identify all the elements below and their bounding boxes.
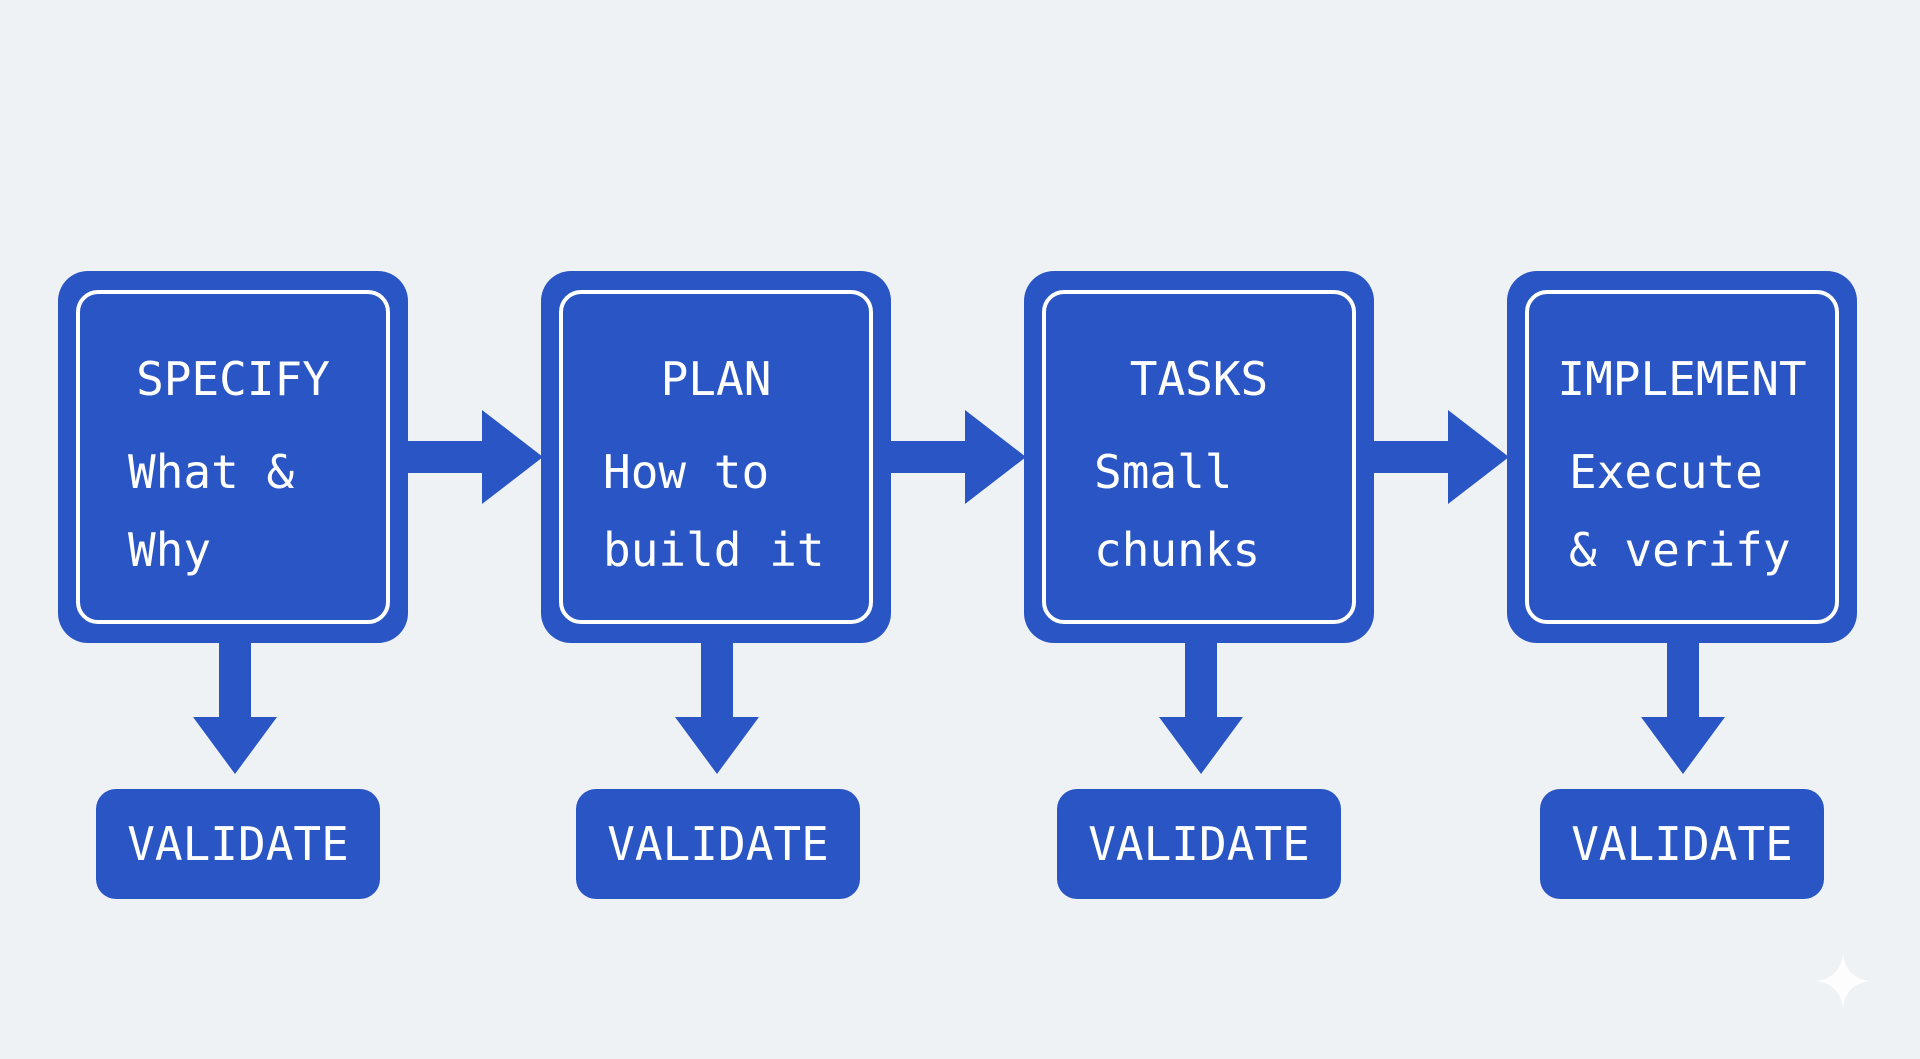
validate-box: VALIDATE: [576, 789, 860, 899]
stage-description: What & Why: [128, 445, 295, 577]
arrow-right-icon: [1374, 410, 1509, 504]
stage-implement: IMPLEMENT Execute & verify: [1507, 271, 1857, 643]
validate-box: VALIDATE: [96, 789, 380, 899]
arrow-down-icon: [675, 641, 759, 774]
sparkle-icon: [1816, 954, 1870, 1008]
stage-plan: PLAN How to build it: [541, 271, 891, 643]
stage-tasks: TASKS Small chunks: [1024, 271, 1374, 643]
stage-inner-border: [1042, 290, 1356, 624]
arrow-down-icon: [193, 641, 277, 774]
arrow-down-icon: [1641, 641, 1725, 774]
stage-description: Execute & verify: [1569, 445, 1791, 577]
stage-inner-border: [1525, 290, 1839, 624]
stage-inner-border: [76, 290, 390, 624]
arrow-right-icon: [891, 410, 1026, 504]
stage-title: IMPLEMENT: [1557, 352, 1807, 406]
stage-title: SPECIFY: [136, 352, 330, 406]
stage-title: PLAN: [660, 352, 772, 406]
validate-box: VALIDATE: [1540, 789, 1824, 899]
stage-inner-border: [559, 290, 873, 624]
arrow-right-icon: [408, 410, 543, 504]
stage-specify: SPECIFY What & Why: [58, 271, 408, 643]
stage-title: TASKS: [1129, 352, 1269, 406]
validate-box: VALIDATE: [1057, 789, 1341, 899]
stage-description: Small chunks: [1094, 445, 1261, 577]
arrow-down-icon: [1159, 641, 1243, 774]
stage-description: How to build it: [603, 445, 825, 577]
